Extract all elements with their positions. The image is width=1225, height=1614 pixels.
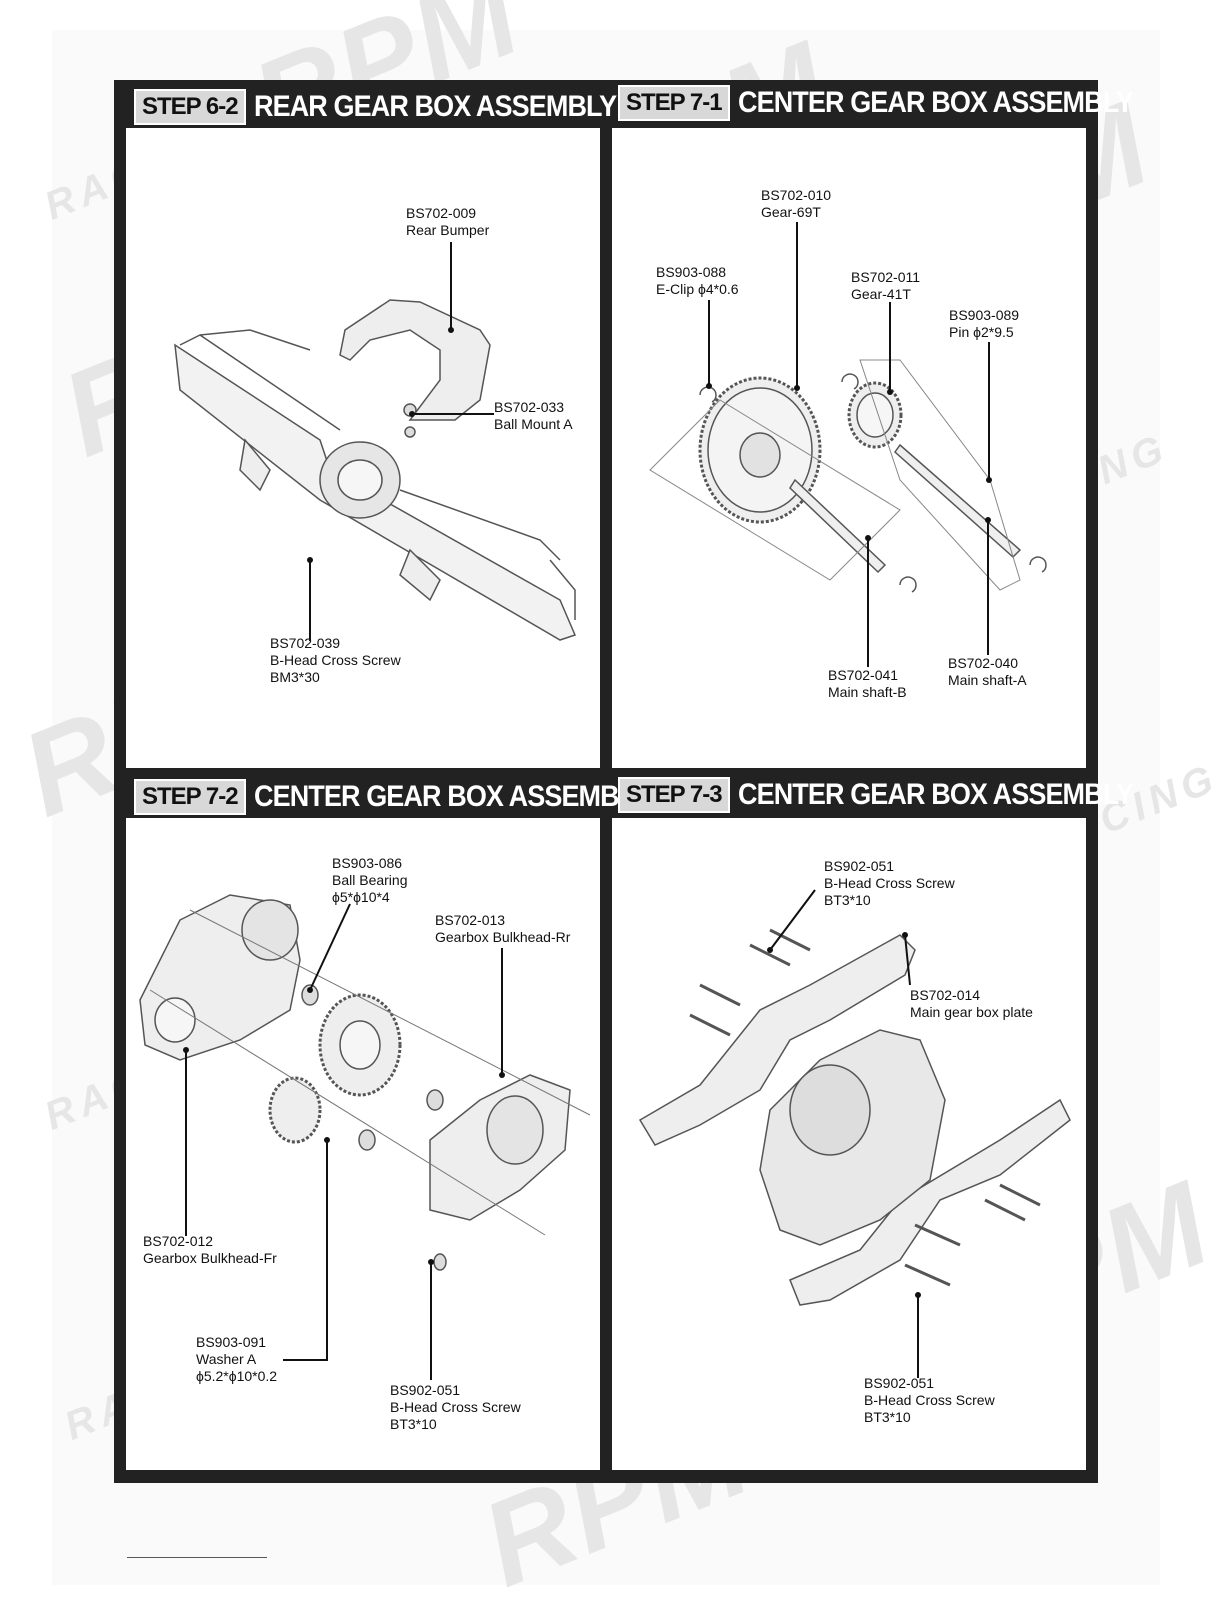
step-6-2-header: STEP 6-2 REAR GEAR BOX ASSEMBLY [134, 84, 656, 130]
step-badge: STEP 7-3 [618, 777, 730, 813]
rear-axle-drawing [174, 329, 577, 641]
main-shaft-a-drawing [893, 443, 1022, 559]
gearbox-bulkhead-rr-drawing [429, 1074, 571, 1221]
step-7-1-header: STEP 7-1 CENTER GEAR BOX ASSEMBLY [618, 80, 1176, 126]
step-title: REAR GEAR BOX ASSEMBLY [253, 90, 617, 123]
gear-drawing-72 [318, 993, 402, 1097]
step-badge: STEP 7-1 [618, 85, 730, 121]
gearbox-bulkhead-fr-drawing [139, 894, 301, 1061]
step-title: CENTER GEAR BOX ASSEMBLY [253, 780, 650, 813]
step-title: CENTER GEAR BOX ASSEMBLY [737, 778, 1134, 811]
gear-69t-drawing [698, 376, 822, 524]
gear-drawing-72b [268, 1076, 322, 1144]
rear-bumper-drawing [339, 299, 491, 421]
step-badge: STEP 6-2 [134, 89, 246, 125]
footer-link-underline [127, 1557, 267, 1558]
gear-41t-drawing [847, 381, 903, 449]
step-7-2-header: STEP 7-2 CENTER GEAR BOX ASSEMBLY [134, 774, 692, 820]
step-7-1-panel [612, 128, 1086, 768]
main-shaft-b-drawing [789, 478, 887, 574]
gearbox-assembly-drawing [759, 1029, 946, 1246]
step-badge: STEP 7-2 [134, 779, 246, 815]
step-title: CENTER GEAR BOX ASSEMBLY [737, 86, 1134, 119]
step-7-3-header: STEP 7-3 CENTER GEAR BOX ASSEMBLY [618, 772, 1176, 818]
